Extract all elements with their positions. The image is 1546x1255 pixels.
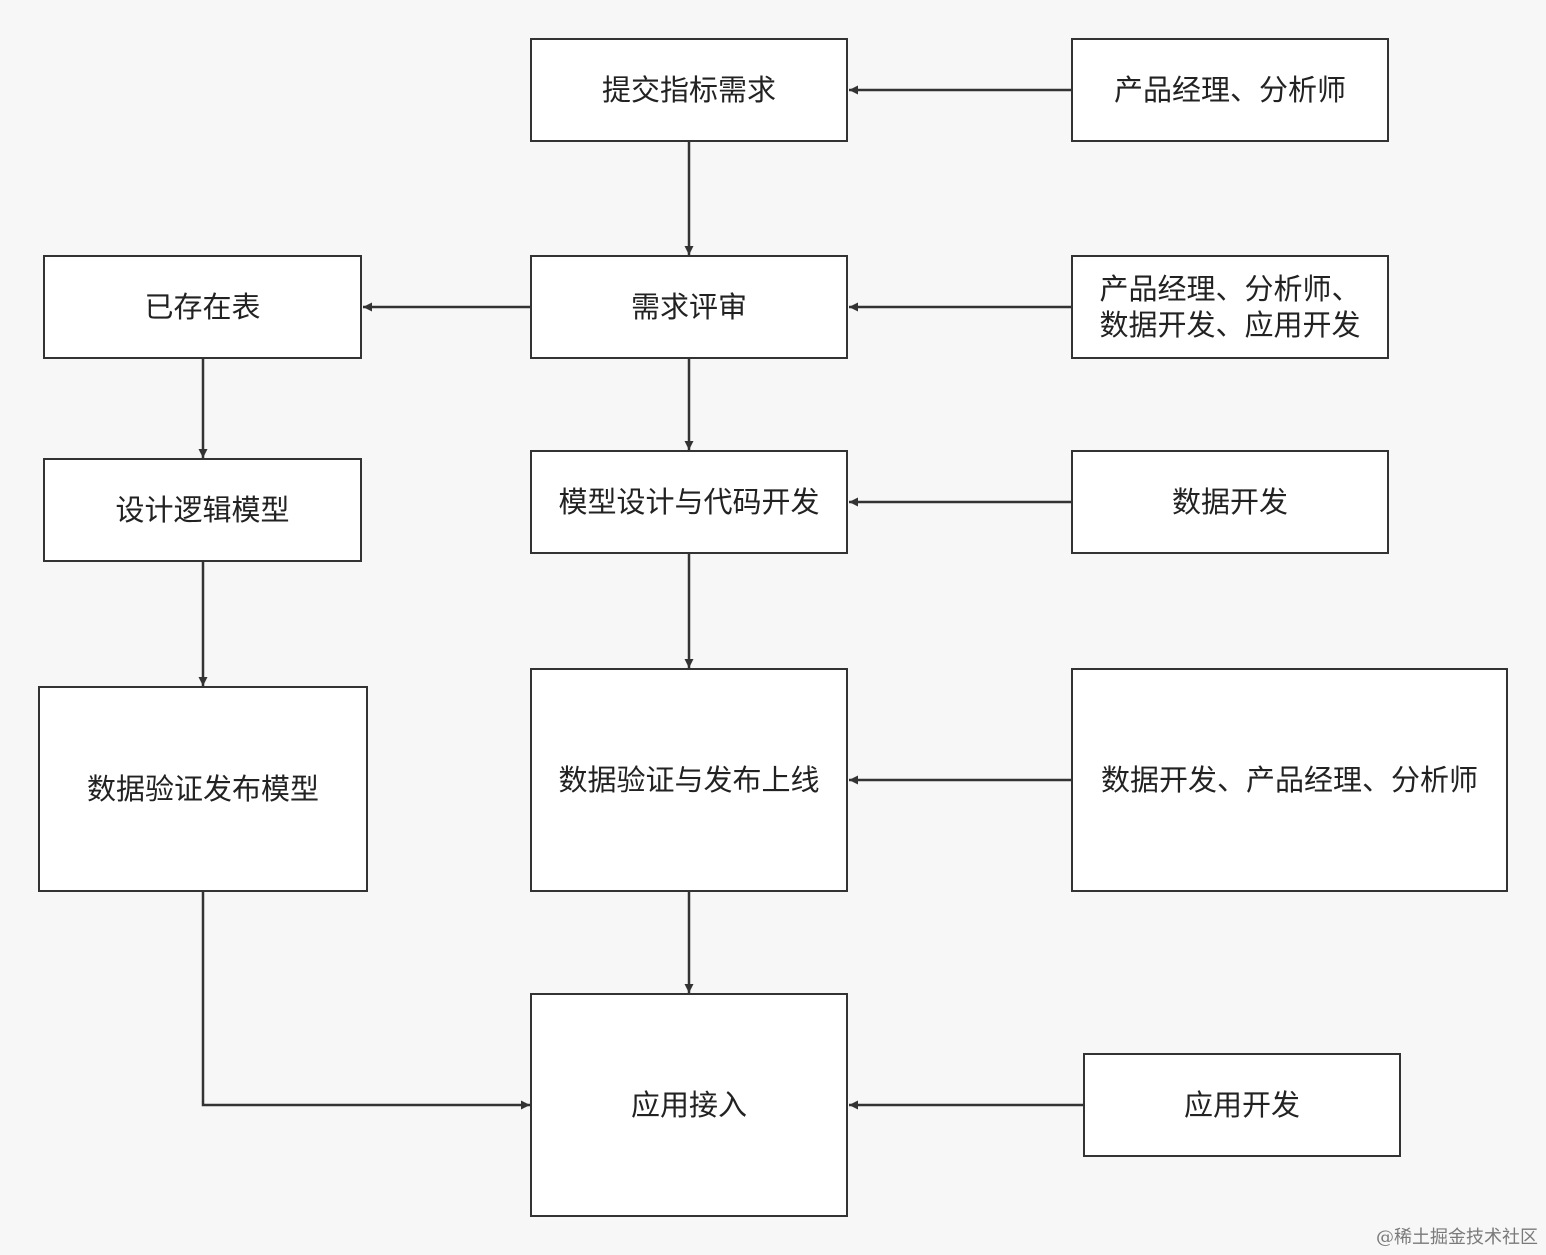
node-label-line: 产品经理、分析师 xyxy=(1113,73,1346,107)
node-validate: 数据验证与发布上线 xyxy=(530,668,848,892)
node-label-line: 数据验证与发布上线 xyxy=(558,763,820,797)
node-label: 提交指标需求 xyxy=(602,72,776,108)
node-label-line: 产品经理、分析师、 xyxy=(1099,272,1361,306)
node-label: 数据开发、产品经理、分析师 xyxy=(1101,762,1478,798)
node-publish: 数据验证发布模型 xyxy=(38,686,368,892)
node-label: 需求评审 xyxy=(631,289,747,325)
node-logic: 设计逻辑模型 xyxy=(43,458,362,562)
node-label-line: 应用接入 xyxy=(630,1088,747,1122)
node-dev1: 数据开发 xyxy=(1071,450,1389,554)
node-dev2: 数据开发、产品经理、分析师 xyxy=(1071,668,1508,892)
node-pm2: 产品经理、分析师、数据开发、应用开发 xyxy=(1071,255,1389,359)
node-label-line: 数据验证发布模型 xyxy=(86,772,319,806)
node-label: 应用开发 xyxy=(1184,1087,1300,1123)
node-label: 设计逻辑模型 xyxy=(115,492,289,528)
node-model: 模型设计与代码开发 xyxy=(530,450,848,554)
node-label-line: 应用开发 xyxy=(1183,1088,1300,1122)
node-label-line: 模型设计与代码开发 xyxy=(558,485,820,519)
node-label: 数据验证发布模型 xyxy=(87,771,319,807)
node-existing: 已存在表 xyxy=(43,255,362,359)
node-appdev: 应用开发 xyxy=(1083,1053,1401,1157)
node-label: 数据验证与发布上线 xyxy=(558,762,819,798)
node-submit: 提交指标需求 xyxy=(530,38,848,142)
node-label-line: 数据开发、应用开发 xyxy=(1099,308,1361,342)
node-label: 数据开发 xyxy=(1172,484,1288,520)
node-label: 模型设计与代码开发 xyxy=(558,484,819,520)
node-label-line: 设计逻辑模型 xyxy=(115,493,290,527)
node-label: 应用接入 xyxy=(631,1087,747,1123)
node-review: 需求评审 xyxy=(530,255,848,359)
node-label-line: 需求评审 xyxy=(630,290,747,324)
node-label-line: 数据开发 xyxy=(1171,485,1288,519)
node-label: 产品经理、分析师、数据开发、应用开发 xyxy=(1099,271,1360,343)
node-access: 应用接入 xyxy=(530,993,848,1217)
watermark: @稀土掘金技术社区 xyxy=(1376,1227,1538,1248)
edge-publish-to-access xyxy=(201,892,530,1110)
node-label-line: 提交指标需求 xyxy=(601,73,776,107)
node-label: 产品经理、分析师 xyxy=(1114,72,1346,108)
node-label: 已存在表 xyxy=(144,289,260,325)
node-label-line: 数据开发、产品经理、分析师 xyxy=(1100,763,1478,797)
node-pm1: 产品经理、分析师 xyxy=(1071,38,1389,142)
node-label-line: 已存在表 xyxy=(144,290,261,324)
